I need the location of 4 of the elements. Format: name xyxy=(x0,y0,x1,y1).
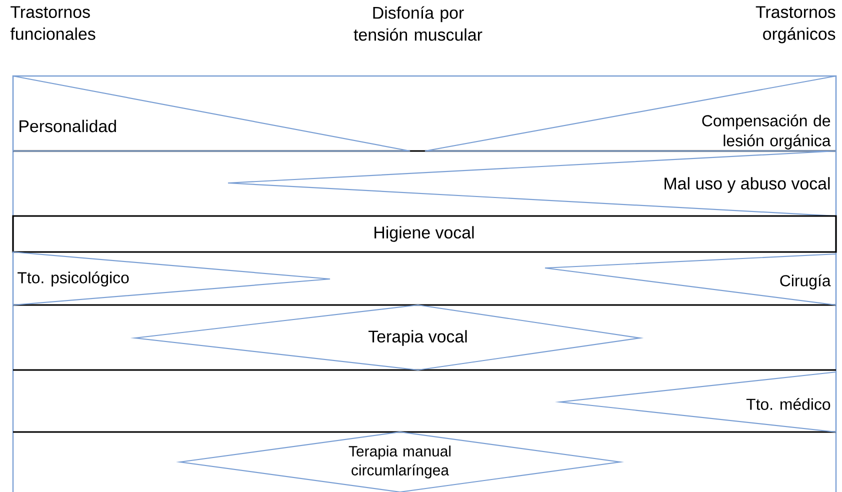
column-heading: Trastornos funcionales xyxy=(10,6,96,40)
column-heading: Trastornos orgánicos xyxy=(756,6,836,44)
band-row: Higiene vocal xyxy=(12,215,837,253)
column-heading: Disfonía por tensión muscular xyxy=(354,6,482,41)
